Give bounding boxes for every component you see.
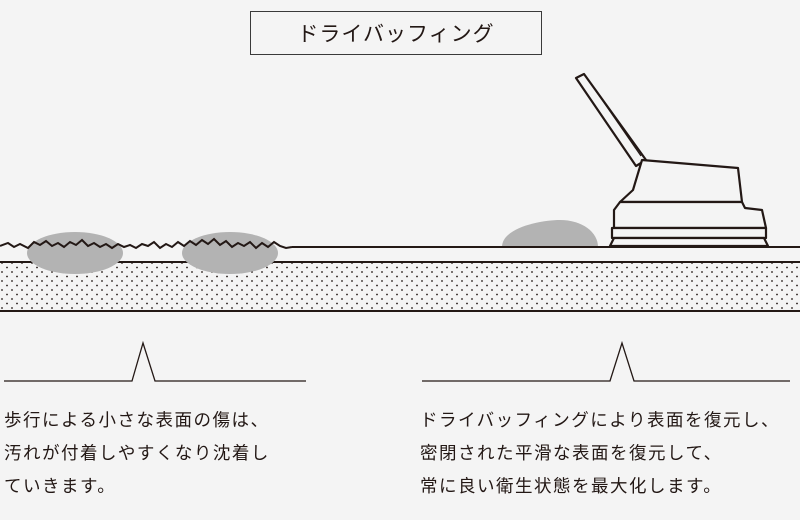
surface-profile-left — [4, 340, 306, 382]
caption-right-line-2: 密閉された平滑な表面を復元して、 — [420, 444, 723, 464]
diagram-title: ドライバッフィング — [250, 11, 542, 55]
rough-surface-line — [0, 237, 293, 250]
caption-left-line-3: ていきます。 — [4, 477, 117, 497]
caption-left: 歩行による小さな表面の傷は、 汚れが付着しやすくなり沈着し ていきます。 — [4, 405, 270, 504]
machine-base — [612, 200, 768, 230]
caption-left-line-1: 歩行による小さな表面の傷は、 — [4, 411, 270, 431]
floor-base-layer — [0, 262, 800, 311]
dirt-particle-1 — [27, 232, 123, 274]
machine-handle — [574, 72, 648, 168]
caption-right-line-1: ドライバッフィングにより表面を復元し、 — [420, 411, 780, 431]
machine-pad-lower — [608, 236, 770, 248]
machine-body — [618, 158, 744, 204]
dirt-particle-3 — [502, 220, 598, 247]
caption-right-line-3: 常に良い衛生状態を最大化します。 — [420, 477, 723, 497]
dirt-particle-2 — [182, 232, 278, 274]
buffing-machine — [574, 72, 770, 248]
surface-profile-right — [422, 340, 790, 382]
caption-right: ドライバッフィングにより表面を復元し、 密閉された平滑な表面を復元して、 常に良… — [420, 405, 780, 504]
machine-pad-upper — [610, 226, 768, 240]
caption-left-line-2: 汚れが付着しやすくなり沈着し — [4, 444, 270, 464]
